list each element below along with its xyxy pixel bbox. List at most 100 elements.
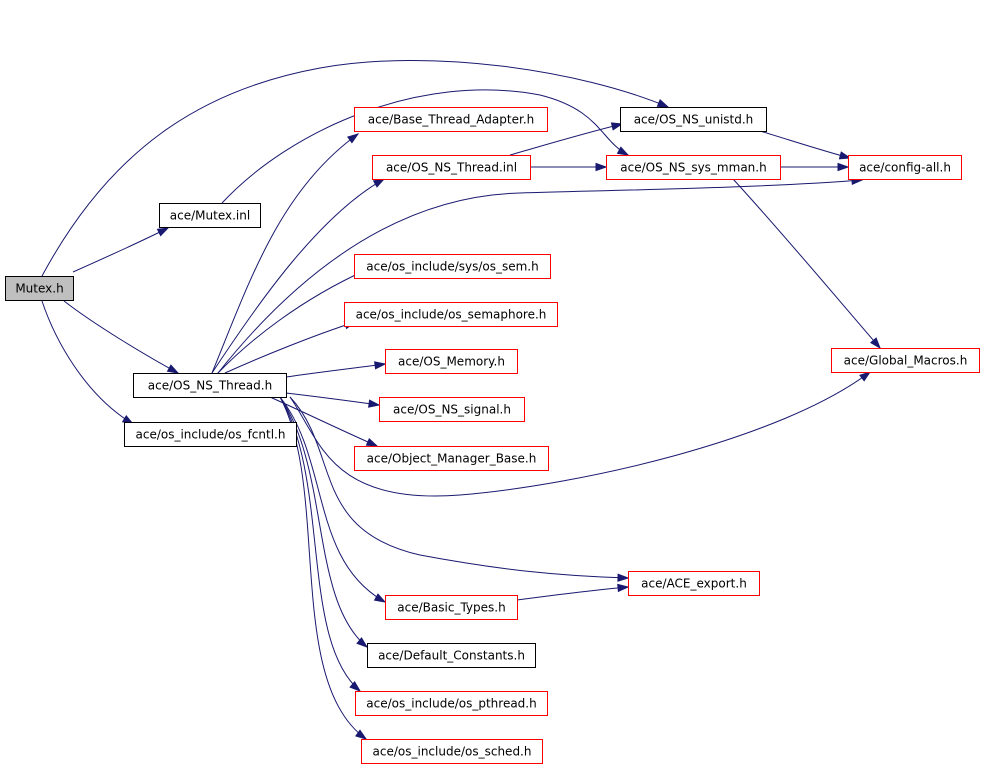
arrowhead-icon xyxy=(349,680,362,692)
edge-line xyxy=(285,392,380,406)
node-mutex-inl: ace/Mutex.inl xyxy=(159,203,261,228)
node-label: ace/Global_Macros.h xyxy=(844,354,968,368)
edge-line xyxy=(72,227,169,273)
arrowhead-icon xyxy=(859,371,872,382)
node-box[interactable] xyxy=(355,691,548,716)
edge-mutex_h-to-os_ns_unistd_h xyxy=(41,59,670,277)
node-os-ns-signal-h[interactable]: ace/OS_NS_signal.h xyxy=(379,397,525,422)
arrowhead-icon xyxy=(372,178,386,188)
arrowhead-icon xyxy=(356,637,369,648)
arrowhead-icon xyxy=(837,162,850,172)
arrowhead-icon xyxy=(156,227,170,237)
edge-line xyxy=(41,59,669,277)
arrowhead-icon xyxy=(347,133,360,144)
node-os-ns-thread-inl[interactable]: ace/OS_NS_Thread.inl xyxy=(372,155,531,180)
node-box[interactable] xyxy=(379,397,525,422)
edge-basic_types_h-to-ace_export_h xyxy=(516,583,630,601)
node-box[interactable] xyxy=(354,446,549,471)
node-box[interactable] xyxy=(354,107,548,132)
edge-line xyxy=(217,269,367,374)
arrowhead-icon xyxy=(838,151,852,160)
node-label: Mutex.h xyxy=(15,282,63,296)
node-label: ace/os_include/os_semaphore.h xyxy=(356,308,547,322)
node-box[interactable] xyxy=(344,302,558,327)
edge-os_ns_thread_inl-to-os_ns_unistd_h xyxy=(509,122,624,156)
edge-line xyxy=(289,396,629,579)
node-default-constants-h: ace/Default_Constants.h xyxy=(367,643,536,668)
node-label: ace/os_include/os_fcntl.h xyxy=(136,428,286,442)
node-mutex-h: Mutex.h xyxy=(5,276,74,301)
node-ace-export-h[interactable]: ace/ACE_export.h xyxy=(628,571,760,596)
node-box xyxy=(159,203,261,228)
edge-line xyxy=(217,179,863,374)
node-label: ace/OS_NS_sys_mman.h xyxy=(620,161,766,175)
node-os-ns-thread-h: ace/OS_NS_Thread.h xyxy=(133,373,287,398)
node-label: ace/config-all.h xyxy=(859,161,951,175)
node-box[interactable] xyxy=(354,254,551,279)
arrowhead-icon xyxy=(365,437,379,447)
node-os-memory-h[interactable]: ace/OS_Memory.h xyxy=(385,349,518,374)
edge-os_ns_sys_mman_h-to-config_all_h xyxy=(780,162,850,172)
node-box[interactable] xyxy=(361,739,543,764)
arrowhead-icon xyxy=(617,583,630,593)
edge-os_ns_thread_h-to-os_ns_signal_h xyxy=(285,392,381,408)
node-box xyxy=(124,422,297,447)
edge-os_ns_thread_inl-to-os_ns_sys_mman_h xyxy=(530,162,608,172)
node-label: ace/os_include/os_sched.h xyxy=(373,745,532,759)
edge-line xyxy=(63,300,179,374)
node-label: ace/os_include/os_pthread.h xyxy=(366,697,536,711)
arrowhead-icon xyxy=(595,162,608,172)
edge-line xyxy=(759,130,851,159)
edge-line xyxy=(509,123,623,156)
arrowhead-icon xyxy=(373,593,387,603)
arrowhead-icon xyxy=(616,146,630,156)
edge-os_ns_thread_h-to-os_memory_h xyxy=(285,361,387,378)
node-box[interactable] xyxy=(385,595,518,620)
node-os-semaphore-h[interactable]: ace/os_include/os_semaphore.h xyxy=(344,302,558,327)
edge-line xyxy=(211,133,359,374)
arrowhead-icon xyxy=(869,337,881,350)
node-base-thread-adapter-h[interactable]: ace/Base_Thread_Adapter.h xyxy=(354,107,548,132)
node-box[interactable] xyxy=(628,571,760,596)
node-label: ace/OS_Memory.h xyxy=(398,355,505,369)
node-box[interactable] xyxy=(606,155,781,180)
edge-line xyxy=(289,371,871,497)
edge-line xyxy=(224,321,356,374)
node-label: ace/Default_Constants.h xyxy=(378,649,525,663)
edge-line xyxy=(41,300,134,425)
node-os-ns-unistd-h: ace/OS_NS_unistd.h xyxy=(620,107,767,132)
node-box[interactable] xyxy=(831,348,980,373)
arrowhead-icon xyxy=(610,122,624,131)
node-os-pthread-h[interactable]: ace/os_include/os_pthread.h xyxy=(355,691,548,716)
arrowhead-icon xyxy=(374,361,387,370)
node-box[interactable] xyxy=(385,349,518,374)
node-box xyxy=(133,373,287,398)
node-sys-os-sem-h[interactable]: ace/os_include/sys/os_sem.h xyxy=(354,254,551,279)
arrowhead-icon xyxy=(617,573,630,582)
node-label: ace/Base_Thread_Adapter.h xyxy=(368,113,534,127)
edge-line xyxy=(285,363,386,378)
arrowhead-icon xyxy=(355,729,368,740)
arrowhead-icon xyxy=(166,364,180,374)
arrowhead-icon xyxy=(656,99,670,108)
edge-os_ns_thread_h-to-ace_export_h xyxy=(289,396,630,582)
edge-os_ns_thread_h-to-global_macros_h xyxy=(289,371,872,497)
node-label: ace/Basic_Types.h xyxy=(397,601,505,615)
node-basic-types-h[interactable]: ace/Basic_Types.h xyxy=(385,595,518,620)
node-box[interactable] xyxy=(848,155,962,180)
node-global-macros-h[interactable]: ace/Global_Macros.h xyxy=(831,348,980,373)
node-object-manager-base-h[interactable]: ace/Object_Manager_Base.h xyxy=(354,446,549,471)
edge-line xyxy=(516,586,629,601)
node-os-sched-h[interactable]: ace/os_include/os_sched.h xyxy=(361,739,543,764)
edge-line xyxy=(211,178,385,374)
edge-line xyxy=(732,178,881,349)
edge-os_ns_sys_mman_h-to-global_macros_h xyxy=(732,178,881,350)
node-label: ace/OS_NS_Thread.inl xyxy=(386,161,517,175)
node-config-all-h[interactable]: ace/config-all.h xyxy=(848,155,962,180)
edge-os_ns_unistd_h-to-config_all_h xyxy=(759,130,852,160)
node-os-ns-sys-mman-h[interactable]: ace/OS_NS_sys_mman.h xyxy=(606,155,781,180)
nodes-layer: Mutex.hace/Mutex.inlace/OS_NS_Thread.hac… xyxy=(5,107,980,764)
node-os-fcntl-h: ace/os_include/os_fcntl.h xyxy=(124,422,297,447)
node-box[interactable] xyxy=(372,155,531,180)
